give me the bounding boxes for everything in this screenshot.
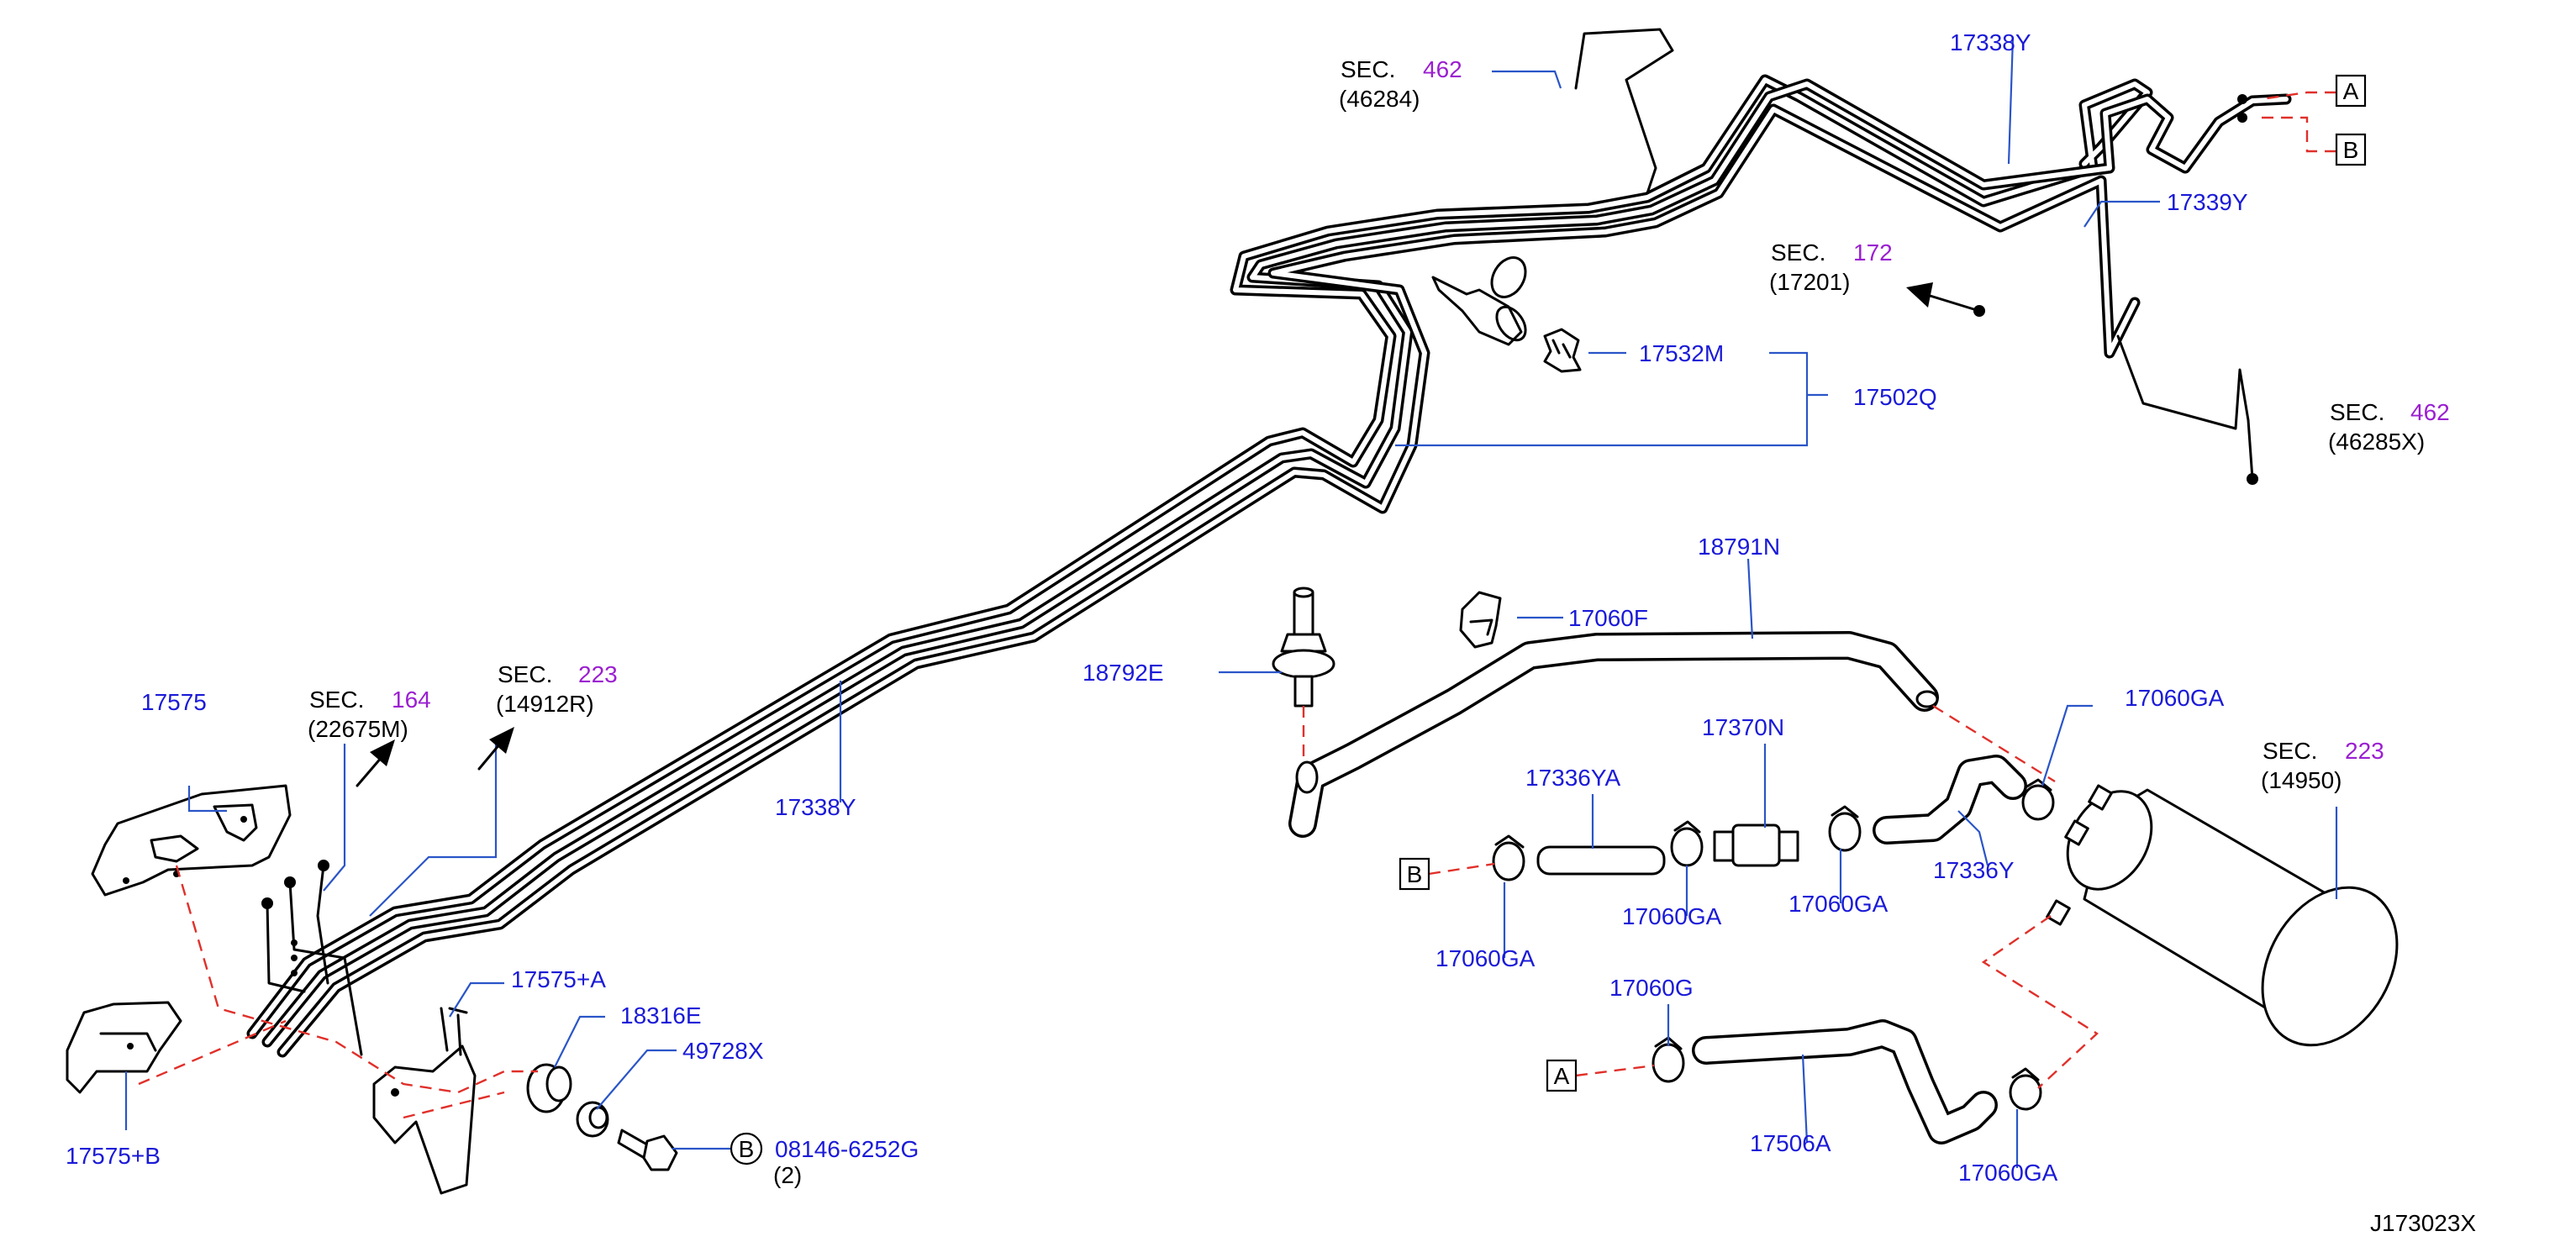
svg-text:462: 462 — [2410, 399, 2450, 425]
svg-text:172: 172 — [1853, 239, 1893, 266]
clamps-17060ga — [1492, 778, 2055, 1111]
marker-b-left: B — [1399, 857, 1430, 891]
hose-17336y — [1873, 755, 2027, 844]
svg-text:(14950): (14950) — [2261, 767, 2342, 793]
grommet-18316e — [526, 1063, 572, 1113]
callout-18316e: 18316E — [620, 1002, 702, 1029]
callout-08146-qty: (2) — [773, 1162, 802, 1188]
callout-17506a: 17506A — [1750, 1130, 1831, 1156]
svg-text:(46284): (46284) — [1339, 86, 1420, 112]
check-valve-17370n — [1713, 823, 1799, 867]
section-arrows — [356, 727, 514, 787]
clamp-17060ga-5 — [2009, 1067, 2042, 1111]
svg-text:SEC.: SEC. — [2263, 738, 2317, 764]
clamp-17060ga-4 — [2021, 778, 2055, 821]
section-462-46284: SEC. 462 (46284) — [1339, 56, 1462, 112]
clamp-17060ga-1 — [1492, 834, 1525, 881]
svg-text:A: A — [2343, 78, 2359, 104]
callout-17060ga-3: 17060GA — [1788, 891, 1889, 917]
bolt-08146 — [617, 1129, 678, 1171]
svg-text:(22675M): (22675M) — [308, 716, 408, 742]
callout-49728x: 49728X — [682, 1038, 764, 1064]
callout-17060ga-1: 17060GA — [1436, 945, 1536, 971]
part-numbers: 17338Y 17339Y 17532M 17502Q 17338Y 17575… — [66, 29, 2248, 1188]
svg-text:(46285X): (46285X) — [2328, 429, 2425, 455]
hose-18791n — [1288, 631, 1939, 838]
tube-end-172 — [1906, 282, 1985, 317]
dashed-links — [138, 91, 2336, 1119]
svg-text:223: 223 — [2345, 738, 2384, 764]
callout-17575: 17575 — [141, 689, 207, 715]
section-462-46285x: SEC. 462 (46285X) — [2328, 399, 2450, 455]
callout-17338y-top: 17338Y — [1950, 29, 2031, 55]
callout-17060ga-2: 17060GA — [1622, 903, 1722, 929]
callout-17336y: 17336Y — [1933, 857, 2015, 883]
quick-connector-17532m — [1431, 256, 1582, 373]
callout-17532m: 17532M — [1639, 340, 1724, 366]
callout-17339y: 17339Y — [2167, 189, 2248, 215]
evap-canister — [2046, 784, 2399, 1047]
svg-text:B: B — [2343, 137, 2359, 163]
callout-18792e: 18792E — [1083, 660, 1164, 686]
hose-17336ya — [1536, 845, 1666, 876]
washer-49728x — [576, 1101, 609, 1138]
hose-17506a — [1692, 1019, 1998, 1144]
bracket-17575a — [372, 1007, 477, 1195]
svg-text:164: 164 — [392, 687, 431, 713]
valve-18792e — [1272, 587, 1335, 708]
svg-text:SEC.: SEC. — [498, 661, 552, 687]
clamp-17060ga-2 — [1670, 820, 1704, 867]
svg-text:A: A — [1554, 1063, 1570, 1089]
callout-17060f: 17060F — [1568, 605, 1648, 631]
callout-17575a: 17575+A — [511, 966, 606, 992]
clamp-17060ga-3 — [1828, 805, 1862, 852]
section-164-22675m: SEC. 164 (22675M) — [308, 687, 431, 742]
svg-text:SEC.: SEC. — [2330, 399, 2384, 425]
section-223-14950: SEC. 223 (14950) — [2261, 738, 2384, 793]
clip-17060f — [1459, 591, 1502, 649]
svg-text:SEC.: SEC. — [309, 687, 364, 713]
section-172-17201: SEC. 172 (17201) — [1769, 239, 1893, 295]
svg-text:(17201): (17201) — [1769, 269, 1851, 295]
marker-b-top: B — [2335, 133, 2367, 166]
callout-17060ga-4: 17060GA — [2125, 685, 2225, 711]
tube-assembly-17502q — [246, 28, 2292, 1058]
svg-text:B: B — [739, 1136, 755, 1162]
connection-markers: A B B A B — [730, 74, 2367, 1165]
drawing-number: J173023X — [2370, 1210, 2476, 1236]
callout-17502q: 17502Q — [1853, 384, 1937, 410]
section-references: SEC. 462 (46284) SEC. 172 (17201) SEC. 4… — [308, 56, 2450, 793]
callout-17060ga-5: 17060GA — [1958, 1160, 2058, 1186]
callout-18791n: 18791N — [1698, 534, 1780, 560]
bracket-17575b — [66, 1001, 182, 1094]
callout-17338y-mid: 17338Y — [775, 794, 856, 820]
leaders — [124, 37, 2338, 1168]
bracket-17575 — [91, 784, 292, 897]
callout-17575b: 17575+B — [66, 1143, 161, 1169]
svg-text:(14912R): (14912R) — [496, 691, 594, 717]
svg-text:SEC.: SEC. — [1771, 239, 1825, 266]
callout-08146: 08146-6252G — [775, 1136, 919, 1162]
callout-17336ya: 17336YA — [1525, 765, 1620, 791]
svg-text:462: 462 — [1423, 56, 1462, 82]
section-223-14912r: SEC. 223 (14912R) — [496, 661, 618, 717]
svg-text:B: B — [1407, 861, 1423, 887]
callout-17370n: 17370N — [1702, 714, 1784, 740]
svg-text:223: 223 — [578, 661, 618, 687]
svg-text:SEC.: SEC. — [1341, 56, 1395, 82]
marker-a-left: A — [1546, 1059, 1578, 1092]
callout-17060g: 17060G — [1609, 975, 1694, 1001]
marker-a-top: A — [2335, 74, 2367, 108]
marker-b-bolt: B — [730, 1132, 763, 1165]
